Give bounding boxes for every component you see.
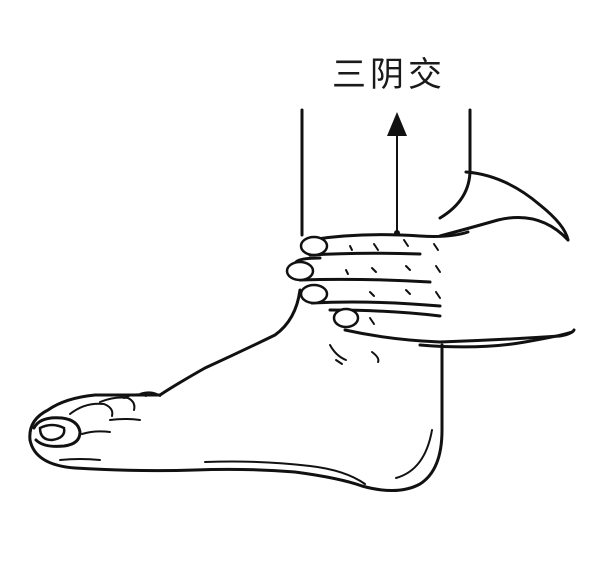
toe-crease-2 [109,418,141,421]
lower-leg [300,108,472,237]
big-toe [32,416,82,448]
finger-1 [308,230,470,242]
finger-2-lower [298,277,432,284]
finger-4-nail [332,307,360,329]
heel-contour [395,429,433,479]
hand-palm-edge [438,328,576,344]
toe-4 [123,393,147,399]
hand-back [438,216,570,242]
finger-4-lower [343,328,442,344]
finger-1-lower [308,251,422,257]
ankle-mark-3 [335,359,343,365]
foot-top-outline [28,288,302,442]
ankle-mark-1 [329,344,347,361]
toe-crease-1 [81,430,111,435]
finger-2-nail [285,260,315,282]
acupoint-dot [394,230,400,236]
knuckle-4 [403,239,409,247]
finger-3-lower [310,300,442,308]
toe-5 [139,391,161,397]
knuckle-8 [435,265,441,273]
toes [32,391,161,461]
toe-3 [99,396,136,411]
knuckle-2 [371,267,377,273]
foot [28,288,444,492]
finger-1-nail [299,235,329,257]
toe-underside [59,458,101,461]
calf-upper-outline [464,170,570,242]
big-toe-nail [38,423,66,442]
finger-3-nail [299,283,329,305]
knuckle-10 [369,317,375,325]
arrow-head [387,112,407,136]
knuckle-5 [405,265,411,271]
arch-line [204,460,366,485]
knuckle-6 [405,289,411,295]
leg-back-outline [438,108,472,220]
knuckle-7 [433,243,439,251]
measuring-hand [285,216,576,344]
calf [418,170,574,349]
knuckle-11 [349,245,353,251]
knuckle-12 [345,269,349,275]
acupoint-arrow [387,112,407,236]
knuckle-3 [369,291,375,297]
toe-2 [69,402,114,417]
knuckle-1 [373,243,379,251]
foot-sole-outline [28,343,444,492]
acupoint-label: 三阴交 [332,55,446,95]
knuckle-9 [435,291,441,299]
ankle-mark-2 [371,351,380,363]
